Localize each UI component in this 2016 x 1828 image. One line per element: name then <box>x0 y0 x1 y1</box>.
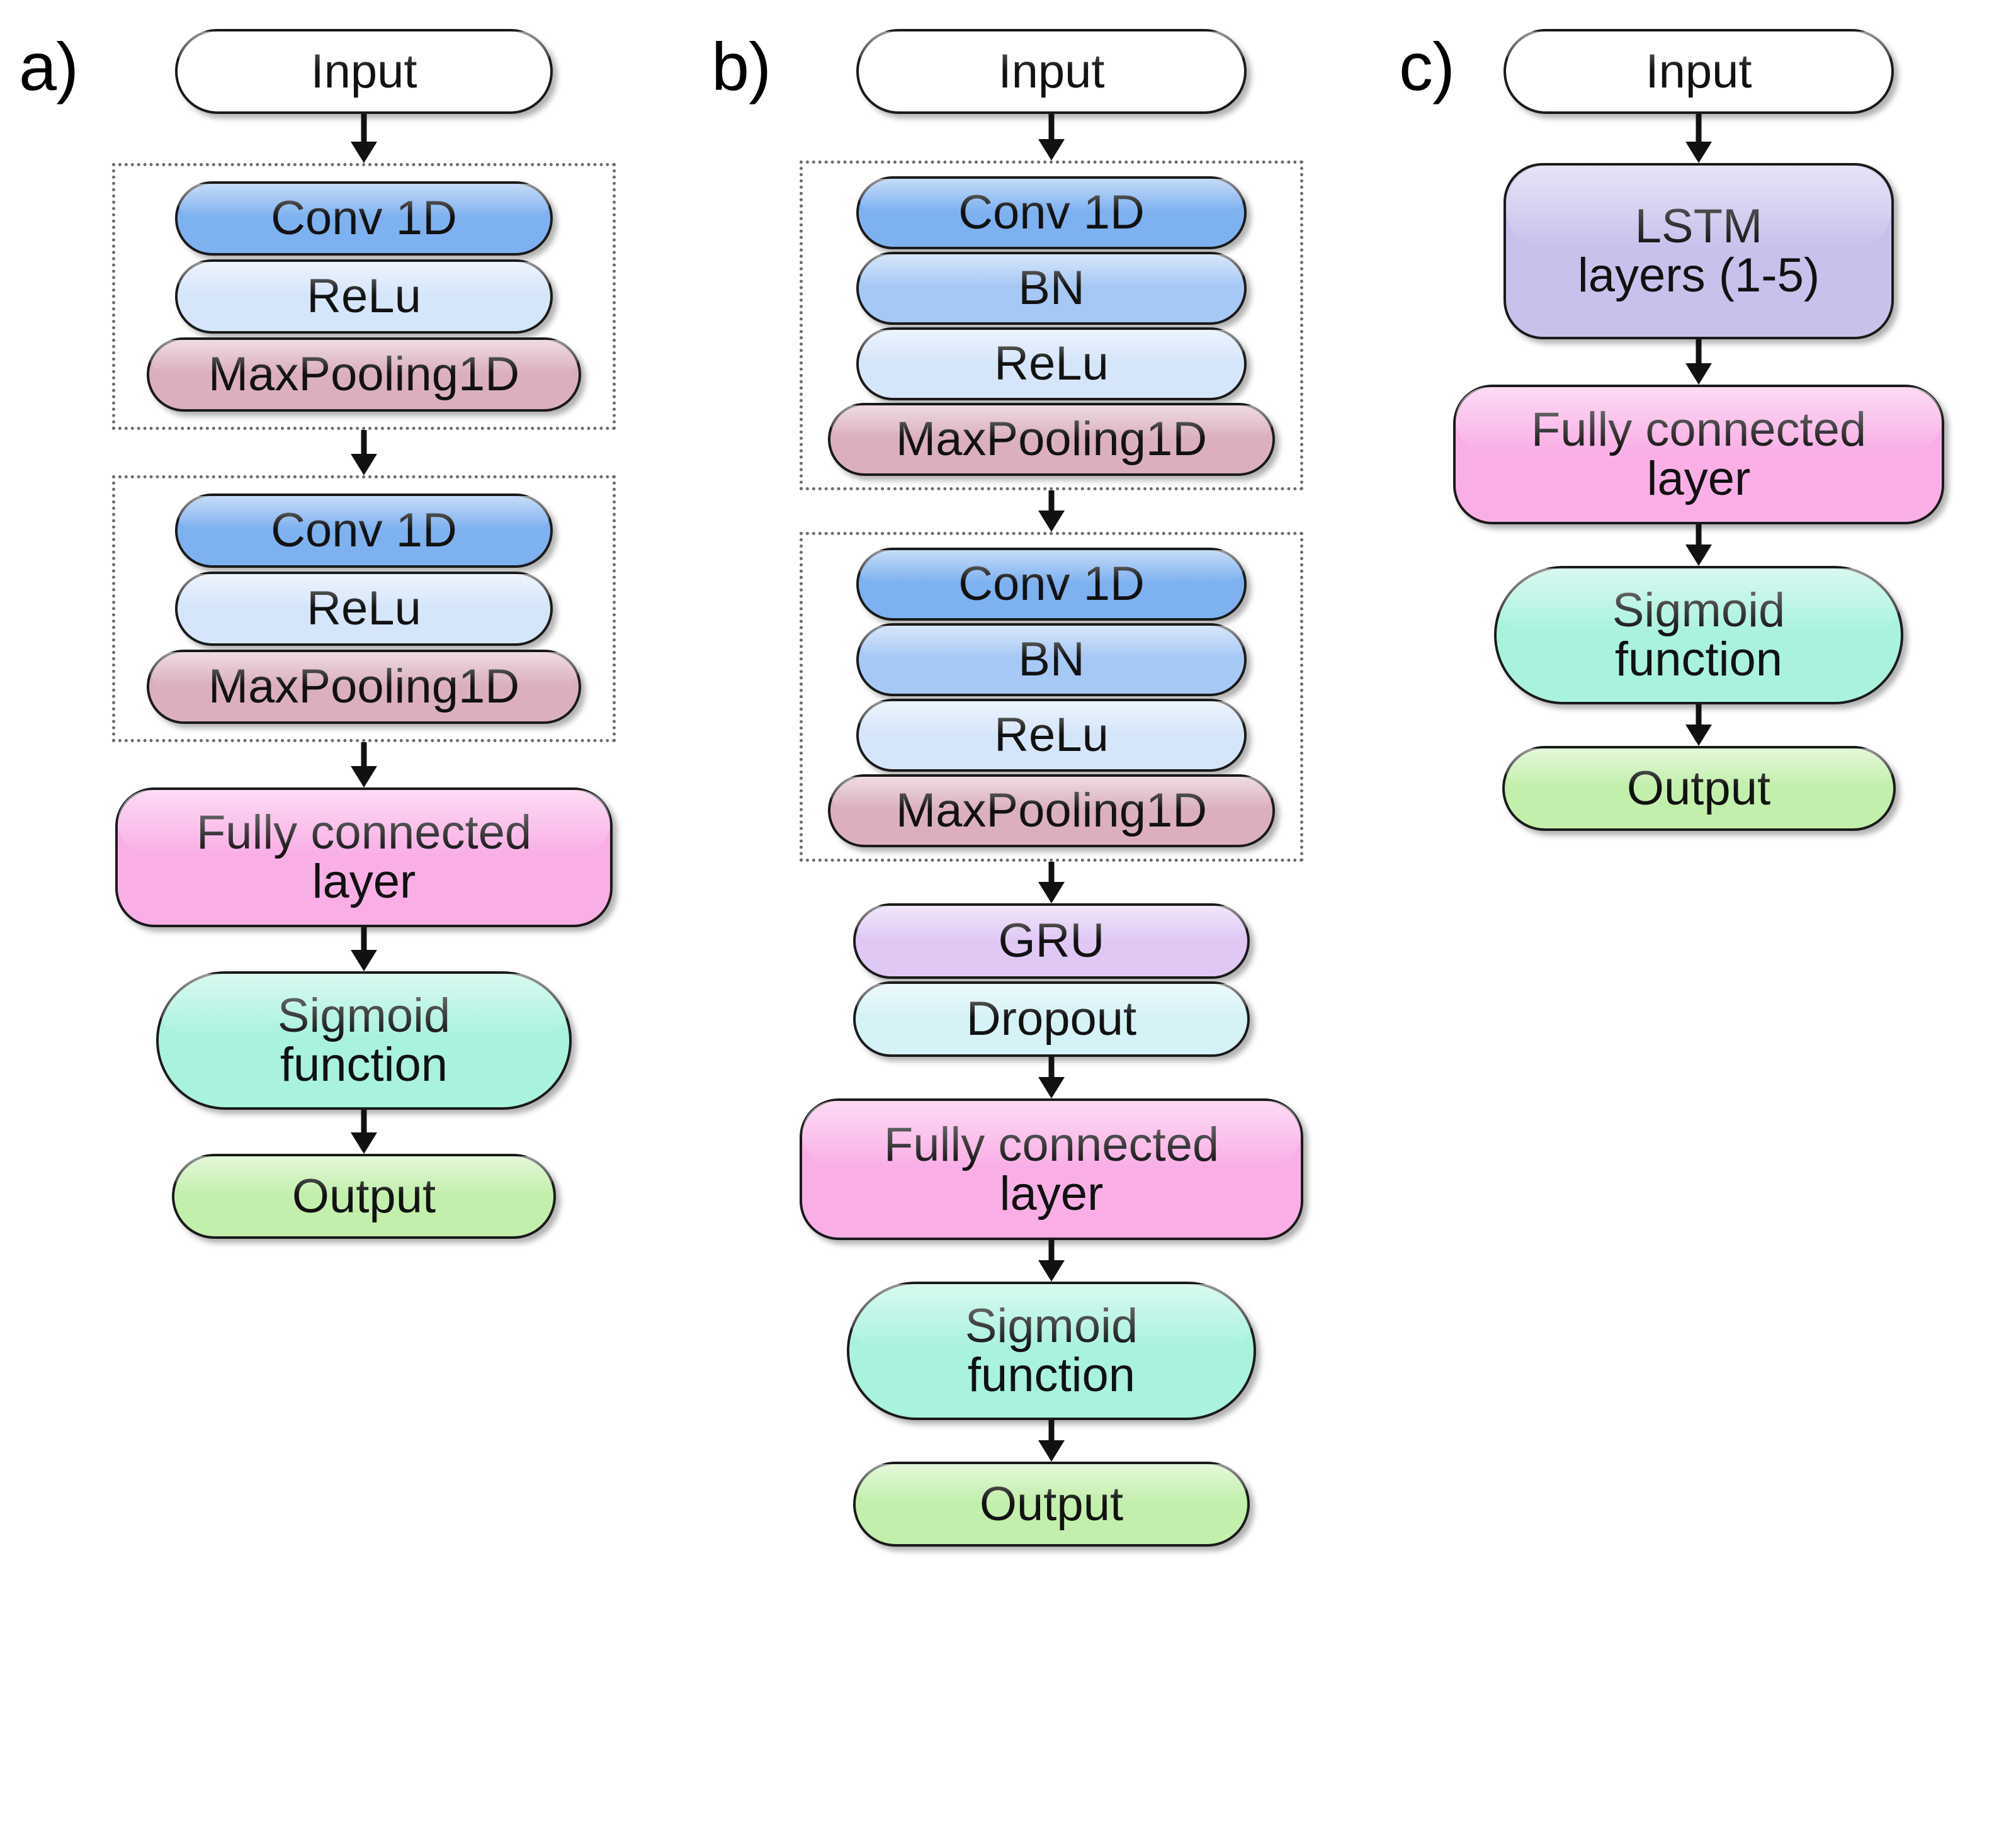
arrow-shaft <box>361 1110 367 1144</box>
node-dropout[interactable]: Dropout <box>853 981 1250 1057</box>
arrow-head <box>1038 1440 1065 1462</box>
arrow-head <box>1685 725 1712 746</box>
node-bn[interactable]: BN <box>856 623 1247 696</box>
arrow-shaft <box>1048 490 1055 522</box>
arrow-sigmoid-to-output <box>351 1110 377 1154</box>
node-maxpooling1d[interactable]: MaxPooling1D <box>828 774 1275 847</box>
node-sigmoid-function[interactable]: Sigmoid function <box>156 971 572 1110</box>
arrow-head <box>1038 511 1065 532</box>
arrow-lstm-to-fc <box>1685 339 1712 385</box>
node-fully-connected-layer[interactable]: Fully connected layer <box>1453 385 1944 524</box>
arrow-block2-to-gru <box>1038 862 1065 903</box>
node-lstm-layers[interactable]: LSTM layers (1-5) <box>1504 163 1894 339</box>
panel-a: a) Input Conv 1D ReLu MaxPooling1D Conv … <box>0 0 693 1828</box>
arrow-sigmoid-to-output <box>1038 1420 1065 1462</box>
arrow-head <box>351 454 377 475</box>
node-sigmoid-function[interactable]: Sigmoid function <box>847 1282 1256 1420</box>
arrow-fc-to-sigmoid <box>1038 1240 1065 1282</box>
node-conv1d[interactable]: Conv 1D <box>856 548 1247 621</box>
arrow-shaft <box>1696 704 1702 736</box>
panel-c-label: c) <box>1399 28 1455 104</box>
node-conv1d[interactable]: Conv 1D <box>856 176 1247 249</box>
node-relu[interactable]: ReLu <box>175 572 553 646</box>
arrow-sigmoid-to-output <box>1685 704 1712 746</box>
node-fully-connected-layer[interactable]: Fully connected layer <box>800 1098 1303 1240</box>
panel-b: b) Input Conv 1D BN ReLu MaxPooling1D Co… <box>693 0 1385 1828</box>
node-input[interactable]: Input <box>1504 29 1894 114</box>
panel-a-flow: Input Conv 1D ReLu MaxPooling1D Conv 1D … <box>112 29 616 1239</box>
node-output[interactable]: Output <box>853 1462 1250 1547</box>
node-conv1d[interactable]: Conv 1D <box>175 181 553 256</box>
arrow-head <box>1685 142 1712 163</box>
arrow-input-to-lstm <box>1685 114 1712 163</box>
arrow-input-to-block1 <box>1038 114 1065 161</box>
node-maxpooling1d[interactable]: MaxPooling1D <box>147 337 581 412</box>
node-maxpooling1d[interactable]: MaxPooling1D <box>147 650 581 724</box>
arrow-head <box>1038 882 1065 903</box>
panel-b-conv-block-1: Conv 1D BN ReLu MaxPooling1D <box>800 161 1303 490</box>
arrow-head <box>351 1132 377 1154</box>
arrow-shaft <box>1048 1240 1055 1272</box>
panel-b-conv-block-2: Conv 1D BN ReLu MaxPooling1D <box>800 532 1303 862</box>
node-maxpooling1d[interactable]: MaxPooling1D <box>828 403 1275 476</box>
node-relu[interactable]: ReLu <box>856 327 1247 400</box>
arrow-shaft <box>361 114 367 153</box>
arrow-block1-to-block2 <box>351 430 377 475</box>
arrow-shaft <box>361 742 367 777</box>
arrow-block2-to-fc <box>351 742 377 787</box>
node-gru[interactable]: GRU <box>853 903 1250 979</box>
arrow-fc-to-sigmoid <box>351 927 377 971</box>
panel-a-conv-block-2: Conv 1D ReLu MaxPooling1D <box>112 475 616 742</box>
arrow-fc-to-sigmoid <box>1685 524 1712 566</box>
panel-b-flow: Input Conv 1D BN ReLu MaxPooling1D Conv … <box>800 29 1303 1547</box>
arrow-shaft <box>1048 1420 1055 1452</box>
panel-c-flow: Input LSTM layers (1-5) Fully connected … <box>1447 29 1951 831</box>
node-output[interactable]: Output <box>1502 746 1896 831</box>
node-relu[interactable]: ReLu <box>856 699 1247 772</box>
arrow-shaft <box>1048 862 1055 893</box>
arrow-shaft <box>1696 114 1702 153</box>
node-relu[interactable]: ReLu <box>175 259 553 334</box>
arrow-input-to-block1 <box>351 114 377 163</box>
arrow-head <box>351 766 377 787</box>
node-fully-connected-layer[interactable]: Fully connected layer <box>115 787 613 927</box>
arrow-shaft <box>361 430 367 465</box>
node-conv1d[interactable]: Conv 1D <box>175 494 553 568</box>
node-input[interactable]: Input <box>856 29 1247 114</box>
panel-a-label: a) <box>19 28 79 104</box>
panel-a-conv-block-1: Conv 1D ReLu MaxPooling1D <box>112 163 616 430</box>
arrow-dropout-to-fc <box>1038 1057 1065 1098</box>
arrow-head <box>1038 1260 1065 1282</box>
panel-b-label: b) <box>711 28 771 104</box>
node-sigmoid-function[interactable]: Sigmoid function <box>1494 566 1903 704</box>
arrow-head <box>351 950 377 971</box>
node-bn[interactable]: BN <box>856 252 1247 325</box>
arrow-shaft <box>1048 1057 1055 1088</box>
arrow-head <box>1685 544 1712 566</box>
panel-c: c) Input LSTM layers (1-5) Fully connect… <box>1385 0 2016 1828</box>
arrow-head <box>1038 139 1065 161</box>
node-input[interactable]: Input <box>175 29 553 114</box>
arrow-head <box>351 142 377 163</box>
arrow-shaft <box>361 927 367 961</box>
arrow-block1-to-block2 <box>1038 490 1065 532</box>
arrow-shaft <box>1696 339 1702 375</box>
arrow-head <box>1685 363 1712 385</box>
arrow-shaft <box>1048 114 1055 150</box>
node-output[interactable]: Output <box>172 1154 556 1239</box>
arrow-head <box>1038 1077 1065 1098</box>
arrow-shaft <box>1696 524 1702 556</box>
